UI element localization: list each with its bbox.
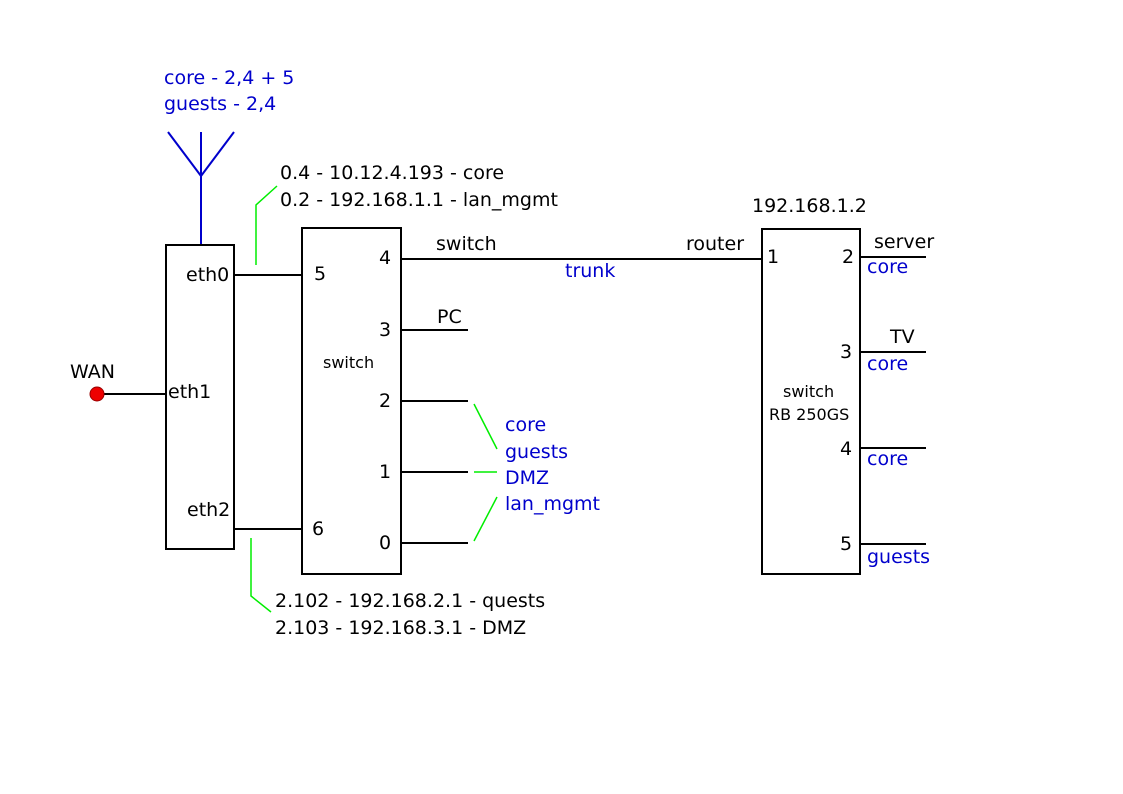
vlan-guests: guests bbox=[505, 441, 568, 463]
router-port-eth1: eth1 bbox=[168, 381, 211, 403]
eth0-addr-lan-mgmt: 0.2 - 192.168.1.1 - lan_mgmt bbox=[280, 189, 558, 211]
antenna-icon bbox=[167, 131, 235, 244]
switch2-port2-vlan: core bbox=[867, 256, 908, 278]
switch2-port-1: 1 bbox=[767, 246, 779, 268]
switch2-port-4: 4 bbox=[840, 438, 852, 460]
switch1-port-4: 4 bbox=[379, 247, 391, 269]
switch2-tv-label: TV bbox=[889, 326, 915, 348]
eth0-addr-core: 0.4 - 10.12.4.193 - core bbox=[280, 162, 504, 184]
vlan-dmz: DMZ bbox=[505, 467, 549, 489]
router-port-eth0: eth0 bbox=[186, 264, 229, 286]
switch1-port-0: 0 bbox=[379, 532, 391, 554]
switch2-port5-vlan: guests bbox=[867, 546, 930, 568]
eth2-addr-dmz: 2.103 - 192.168.3.1 - DMZ bbox=[275, 617, 526, 639]
switch2-box bbox=[761, 228, 861, 575]
eth0-callout-line bbox=[255, 185, 278, 265]
switch1-pc-label: PC bbox=[437, 306, 462, 328]
switch1-label: switch bbox=[323, 353, 374, 372]
antenna-vlan-core: core - 2,4 + 5 bbox=[164, 67, 294, 89]
vlan-callout-lines bbox=[473, 403, 498, 542]
trunk-right-label: router bbox=[686, 233, 744, 255]
wan-dot-icon bbox=[89, 386, 105, 402]
switch2-port-5: 5 bbox=[840, 533, 852, 555]
switch1-port-3: 3 bbox=[379, 319, 391, 341]
vlan-lan-mgmt: lan_mgmt bbox=[505, 493, 600, 515]
switch2-port3-vlan: core bbox=[867, 353, 908, 375]
switch2-label: switch bbox=[783, 382, 834, 401]
antenna-vlan-guests: guests - 2,4 bbox=[164, 93, 276, 115]
switch1-port-5: 5 bbox=[314, 263, 326, 285]
eth2-addr-guests: 2.102 - 192.168.2.1 - quests bbox=[275, 590, 545, 612]
vlan-core: core bbox=[505, 414, 546, 436]
switch2-port-3: 3 bbox=[840, 341, 852, 363]
eth2-callout-line bbox=[250, 538, 272, 613]
switch2-ip: 192.168.1.2 bbox=[752, 195, 867, 217]
switch2-model: RB 250GS bbox=[769, 405, 849, 424]
wan-label: WAN bbox=[70, 361, 115, 383]
switch2-port-2: 2 bbox=[842, 246, 854, 268]
switch1-port-1: 1 bbox=[379, 461, 391, 483]
switch1-port-2: 2 bbox=[379, 390, 391, 412]
trunk-left-label: switch bbox=[436, 233, 497, 255]
router-port-eth2: eth2 bbox=[187, 499, 230, 521]
switch1-port-6: 6 bbox=[312, 518, 324, 540]
switch2-port4-vlan: core bbox=[867, 448, 908, 470]
trunk-type-label: trunk bbox=[565, 260, 615, 282]
switch2-server-label: server bbox=[874, 231, 934, 253]
switch1-box bbox=[301, 227, 402, 575]
router-box bbox=[165, 244, 235, 550]
